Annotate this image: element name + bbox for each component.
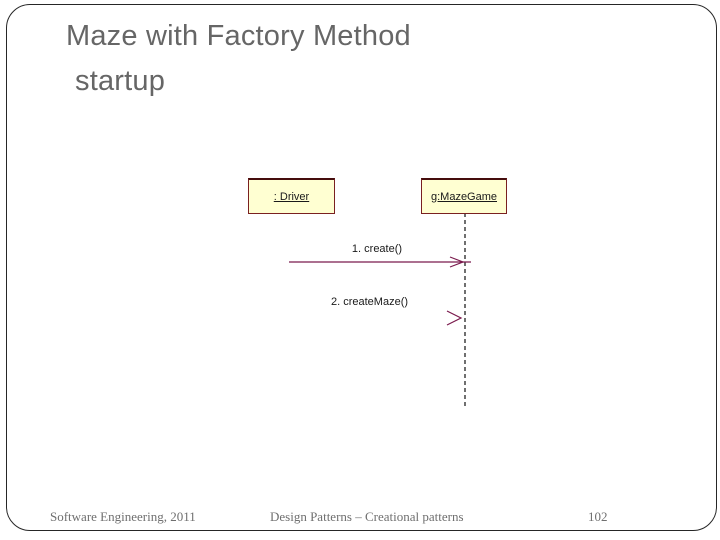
uml-object-driver: : Driver [248,178,335,214]
uml-object-mazegame: g:MazeGame [421,178,507,214]
footer-topic-label: Design Patterns – Creational patterns [270,509,464,524]
slide-title: Maze with Factory Method startup [66,14,626,104]
uml-object-driver-label: : Driver [273,190,310,203]
slide-frame [6,4,717,531]
footer-course-label: Software Engineering, 2011 [50,509,196,524]
slide-title-line1: Maze with Factory Method [66,20,411,52]
slide-footer: Software Engineering, 2011 Design Patter… [0,509,720,529]
uml-object-mazegame-label: g:MazeGame [430,190,498,203]
message2-label: 2. createMaze() [331,296,409,308]
message1-label: 1. create() [351,243,403,255]
slide-title-line2: startup [75,65,166,97]
footer-page-number: 102 [588,509,608,524]
